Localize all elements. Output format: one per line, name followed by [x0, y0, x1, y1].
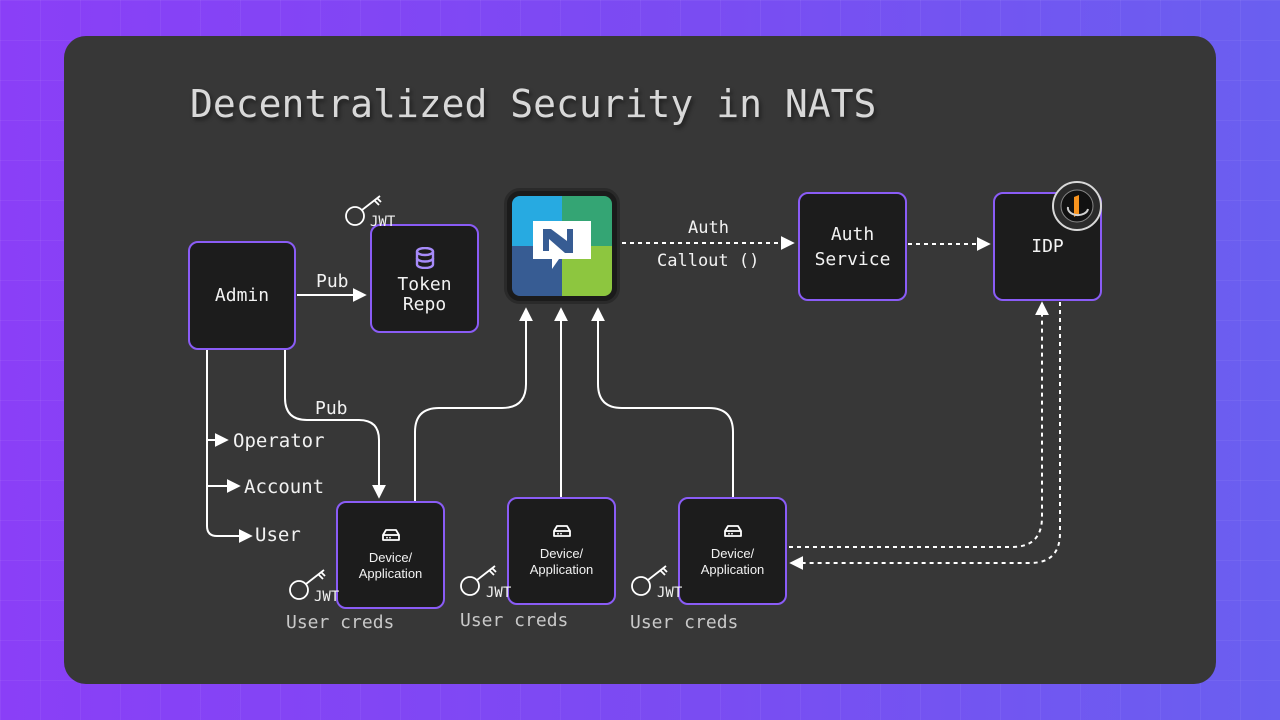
jwt-label-3: JWT — [657, 585, 683, 601]
key-icon — [289, 569, 326, 600]
hard-drive-icon — [552, 525, 571, 537]
admin-node[interactable]: Admin — [188, 241, 296, 350]
auth-service-label: Auth Service — [814, 223, 891, 270]
jwt-label-1: JWT — [314, 589, 340, 605]
device-node-2[interactable]: Device/ Application — [507, 497, 616, 605]
device-label-1: Device/ Application — [358, 550, 423, 581]
edge-device3-nats — [591, 307, 734, 497]
auth-service-node[interactable]: Auth Service — [798, 192, 907, 301]
user-creds-3: User creds — [630, 612, 739, 633]
jwt-label-token: JWT — [370, 214, 396, 230]
key-icon — [631, 565, 668, 596]
edge-device1-nats — [414, 307, 533, 501]
nats-logo — [512, 196, 612, 296]
database-icon — [415, 246, 434, 269]
idp-label: IDP — [1031, 235, 1064, 257]
key-icon — [345, 195, 382, 226]
jwt-label-2: JWT — [486, 585, 512, 601]
openid-connect-badge — [1052, 181, 1102, 231]
key-icon — [460, 565, 497, 596]
device-label-3: Device/ Application — [700, 546, 765, 577]
nats-server-node[interactable] — [504, 188, 620, 304]
auth-label: Auth — [688, 218, 729, 238]
user-creds-1: User creds — [286, 612, 395, 633]
operator-label: Operator — [233, 430, 325, 452]
hard-drive-icon — [723, 525, 742, 537]
device-node-3[interactable]: Device/ Application — [678, 497, 787, 605]
token-repo-node[interactable]: Token Repo — [370, 224, 479, 333]
openid-logo — [1060, 189, 1094, 223]
user-label: User — [255, 524, 301, 546]
device-node-1[interactable]: Device/ Application — [336, 501, 445, 609]
account-label: Account — [244, 476, 325, 498]
edge-admin-outputs — [206, 350, 249, 537]
pub-label-bottom: Pub — [315, 398, 348, 419]
callout-label: Callout () — [657, 251, 760, 271]
diagram-title: Decentralized Security in NATS — [190, 82, 877, 126]
hard-drive-icon — [381, 529, 400, 541]
device-label-2: Device/ Application — [529, 546, 594, 577]
edge-device3-idp — [789, 301, 1049, 548]
edge-admin-device — [284, 350, 386, 499]
edge-idp-device3 — [789, 302, 1061, 570]
token-repo-label: Token Repo — [397, 273, 452, 315]
pub-label-top: Pub — [316, 271, 349, 292]
admin-label: Admin — [214, 284, 270, 306]
user-creds-2: User creds — [460, 610, 569, 631]
diagram-card: Decentralized Security in NATS — [64, 36, 1216, 684]
connector-lines — [206, 236, 1061, 570]
